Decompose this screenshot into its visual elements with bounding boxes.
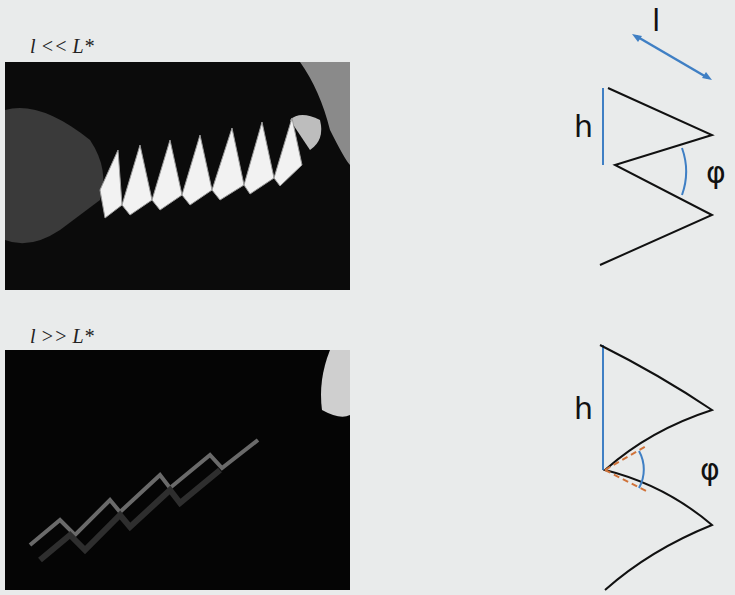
length-symbol: l <box>652 6 660 36</box>
photo-long-segments <box>5 350 350 590</box>
condition-label: l >> L* <box>30 326 94 346</box>
height-symbol: h <box>574 112 593 142</box>
zigzag-schematic <box>600 34 712 265</box>
photo-short-segments <box>5 62 350 290</box>
angle-symbol: φ <box>700 455 720 485</box>
height-symbol: h <box>574 394 593 424</box>
condition-label: l << L* <box>30 36 94 56</box>
angle-symbol: φ <box>706 158 726 188</box>
curved-schematic <box>600 345 712 590</box>
